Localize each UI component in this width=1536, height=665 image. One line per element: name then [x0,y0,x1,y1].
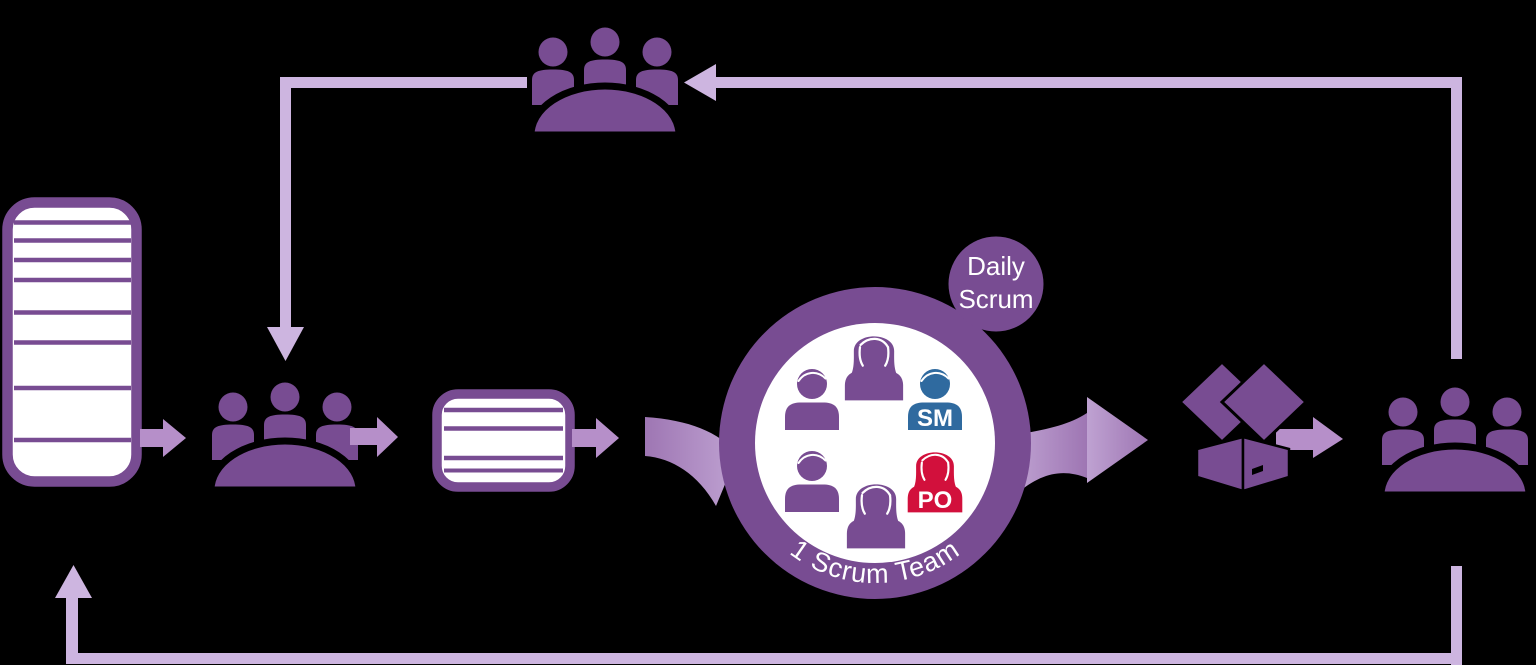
daily-scrum-label-line1: Daily [967,251,1025,281]
bottom-loop-line [55,565,1462,665]
meeting-to-sprint-backlog-arrow-icon [350,417,398,457]
sprint-review-meeting-icon [1381,388,1529,496]
top-right-horizontal-line [716,77,1462,88]
product-owner-label: PO [918,487,953,514]
box-notch [1252,465,1263,475]
bottom-right-vertical-line [1451,566,1462,665]
bottom-left-vertical-line [66,596,78,658]
box-face-right [1241,435,1291,493]
scrum-master-label: SM [917,405,953,432]
sprint-backlog-icon [432,389,575,492]
sprint-in-swoosh-icon [645,417,738,506]
top-loop-line [267,64,1462,361]
product-backlog-icon [2,197,142,487]
retrospective-meeting-icon [531,28,679,136]
down-arrowhead-icon [267,327,304,361]
bottom-horizontal-line [66,653,1462,664]
backlog-to-meeting-arrow-icon [140,419,186,457]
box-face-left [1195,435,1245,493]
scrum-master-icon: SM [907,368,963,432]
right-big-arrowhead-icon [1087,397,1148,483]
top-right-vertical-line [1451,77,1462,359]
daily-scrum-bubble: Daily Scrum [948,236,1044,332]
scrum-team-members: SM PO [784,335,964,550]
scrum-team-circle: SM PO 1 Scrum Team [719,287,1031,599]
increment-to-review-arrow-icon [1276,417,1343,458]
product-backlog-stripes [14,220,131,443]
sprint-out-swoosh-icon [1014,397,1148,496]
product-owner-icon: PO [906,451,964,514]
daily-scrum-label-line2: Scrum [958,284,1033,314]
top-left-horizontal-line [280,77,527,88]
sprint-backlog-to-team-arrow-icon [572,418,619,458]
increment-box-icon [1177,359,1309,493]
top-left-vertical-line [280,77,291,329]
left-arrowhead-icon [684,64,716,101]
up-arrowhead-icon [55,565,92,598]
sprint-backlog-stripes [444,407,563,473]
sprint-planning-meeting-icon [211,383,359,491]
